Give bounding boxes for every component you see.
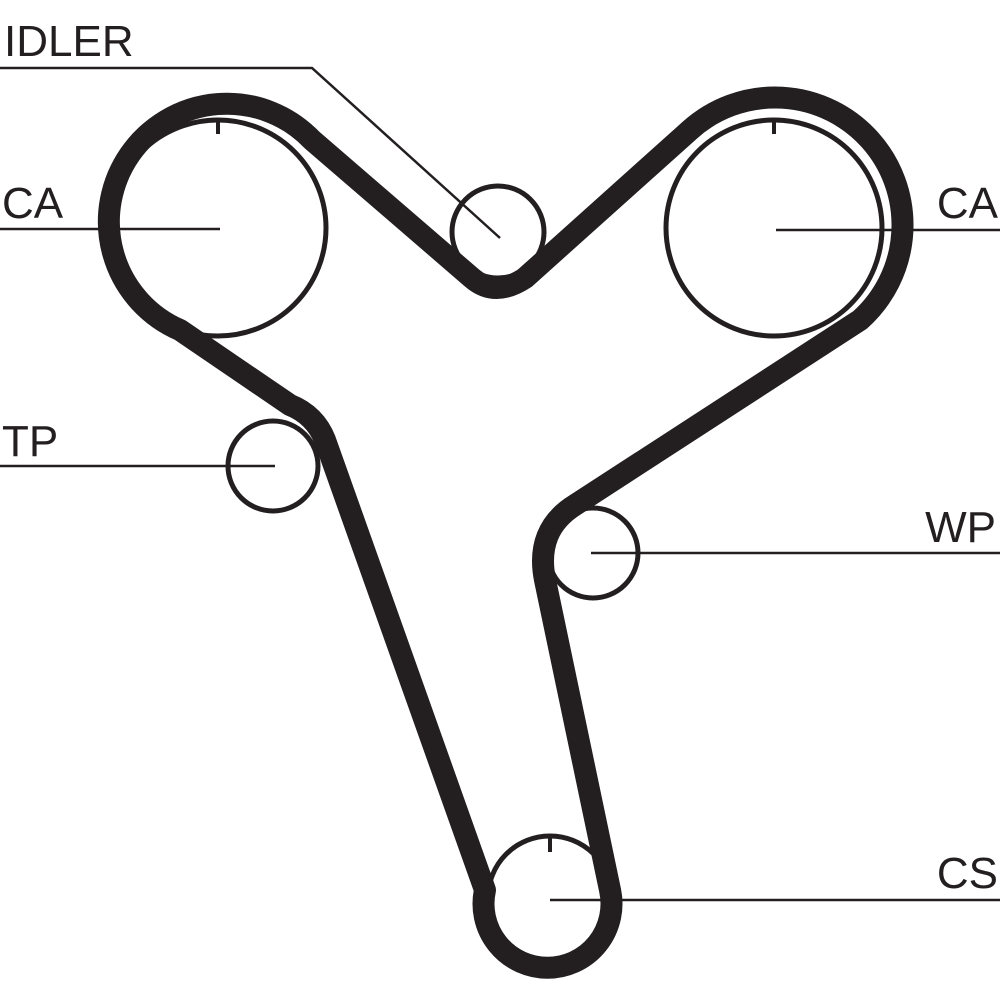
- label-idler: IDLER: [4, 17, 134, 66]
- label-water-pump: WP: [925, 503, 996, 552]
- label-camshaft-right: CA: [937, 179, 999, 228]
- leader-idler: [0, 66, 501, 239]
- label-tensioner: TP: [2, 417, 58, 466]
- camshaft-pulley-right: [663, 117, 885, 339]
- idler-pulley: [449, 183, 547, 281]
- crankshaft-pulley: [485, 833, 615, 963]
- timing-belt: [97, 86, 914, 979]
- label-camshaft-left: CA: [2, 179, 64, 228]
- label-crankshaft: CS: [937, 849, 998, 898]
